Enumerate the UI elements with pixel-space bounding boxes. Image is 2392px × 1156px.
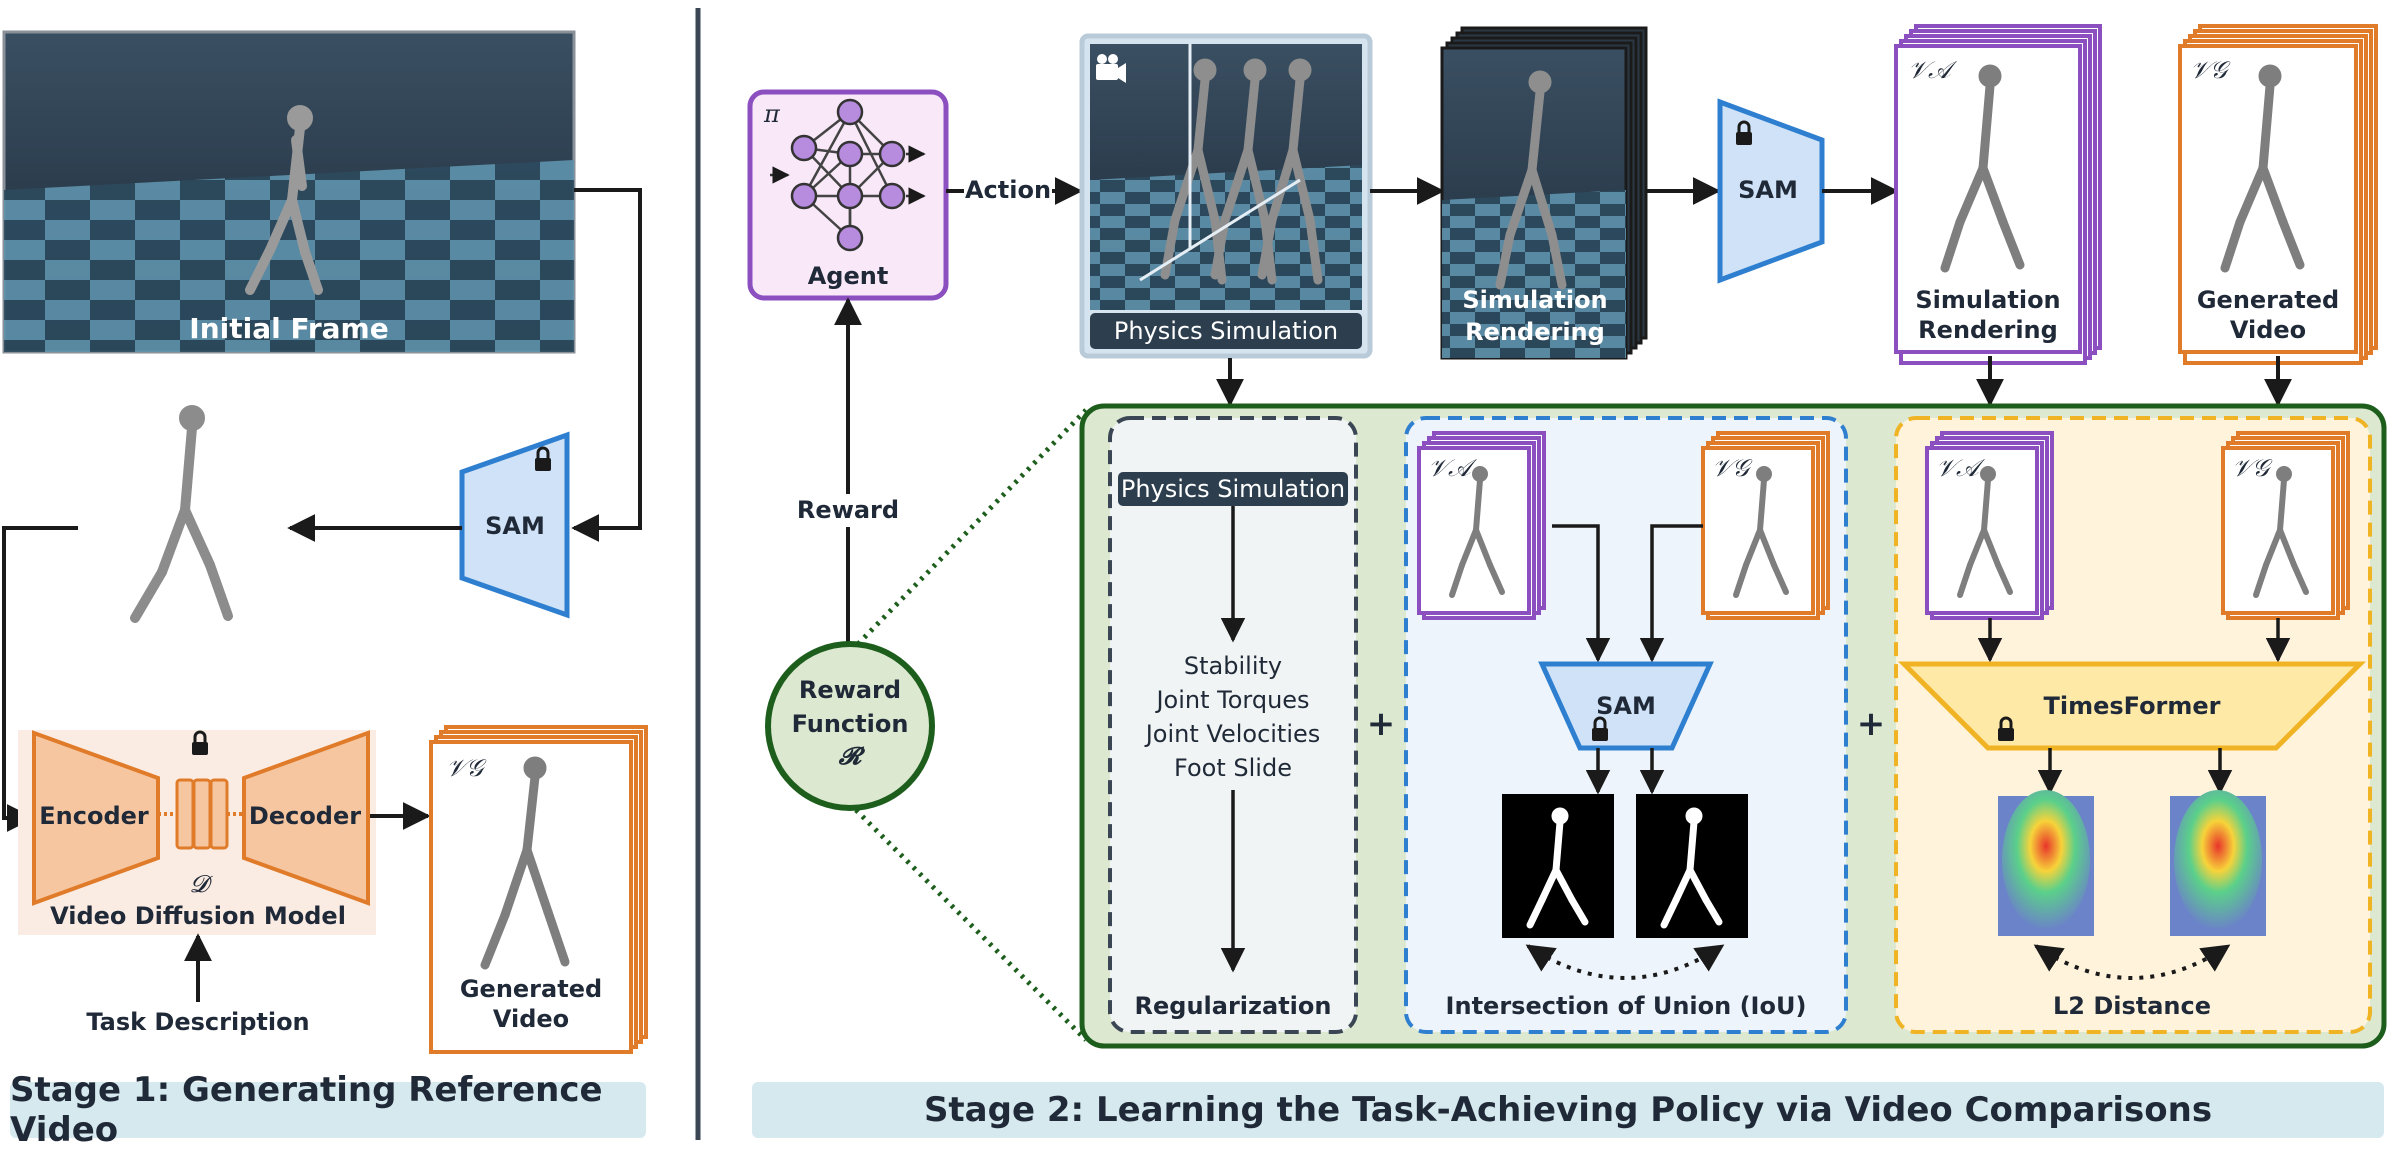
arrow-iou-va-to-sam <box>1552 524 1611 663</box>
camera-icon <box>1096 54 1126 83</box>
latent-blocks <box>158 778 244 850</box>
vg-label-1: Generated <box>2196 286 2340 314</box>
iou-sam-block <box>1538 661 1714 751</box>
encoder-label: Encoder <box>39 802 149 830</box>
decoder-label: Decoder <box>248 802 362 830</box>
stage2-sam-label: SAM <box>1738 176 1798 204</box>
segmented-walker-figure <box>130 405 233 623</box>
vg-symbol: 𝒱𝒢 <box>2190 56 2228 84</box>
plus-sign-2: + <box>1856 704 1886 744</box>
arrow-frame-to-sam <box>571 188 642 542</box>
sim-rendering-label-2: Rendering <box>1465 318 1605 346</box>
heatmap-a-image <box>1998 790 2094 936</box>
initial-frame-image <box>2 30 576 354</box>
stage1-sam-block <box>459 431 570 619</box>
stage1-generated-video-label-2: Video <box>492 1005 570 1033</box>
mask-a-image <box>1502 794 1614 938</box>
heatmap-g-image <box>2170 790 2266 936</box>
plus-sign-1: + <box>1366 704 1396 744</box>
reg-physics-sim-label: Physics Simulation <box>1118 472 1348 506</box>
reward-function-label-1: Reward <box>798 676 902 704</box>
iou-sam-label: SAM <box>1596 692 1656 720</box>
stage2-sam-block <box>1717 98 1825 284</box>
stage1-generated-video-stack <box>429 725 648 1054</box>
zoom-line-bottom <box>854 808 1088 1042</box>
timesformer-lock-icon <box>1998 716 2014 741</box>
reg-item-stability: Stability <box>1183 652 1283 680</box>
l2-distance-label: L2 Distance <box>2052 992 2212 1020</box>
regularization-label: Regularization <box>1134 992 1332 1020</box>
stage2-banner: Stage 2: Learning the Task-Achieving Pol… <box>752 1082 2384 1138</box>
l2-vg-stack <box>2221 431 2350 620</box>
neural-network-icon <box>770 98 926 252</box>
iou-vg-symbol: 𝒱𝒢 <box>1712 454 1750 482</box>
reg-item-joint-torques: Joint Torques <box>1156 686 1310 714</box>
diffusion-lock-icon <box>192 730 208 755</box>
decoder-block <box>242 730 370 906</box>
agent-label: Agent <box>807 262 889 290</box>
physics-simulation-image <box>1079 33 1373 359</box>
timesformer-block <box>1897 661 2367 751</box>
timesformer-label: TimesFormer <box>2043 692 2221 720</box>
l2-vg-symbol: 𝒱𝒢 <box>2232 454 2270 482</box>
l2-va-stack <box>1925 431 2054 620</box>
iou-compare-arc <box>1525 944 1725 980</box>
stage1-generated-video-label-1: Generated <box>459 975 603 1003</box>
initial-frame-label: Initial Frame <box>189 312 389 345</box>
iou-sam-lock-icon <box>1592 716 1608 741</box>
vg-video-stack <box>2178 24 2378 365</box>
reward-function-label-2: Function <box>791 710 909 738</box>
stage1-banner: Stage 1: Generating Reference Video <box>10 1070 646 1150</box>
iou-vg-stack <box>1701 431 1830 620</box>
iou-label: Intersection of Union (IoU) <box>1445 992 1807 1020</box>
iou-va-symbol: 𝒱𝒜 <box>1428 454 1471 482</box>
agent-pi-symbol: π <box>764 100 780 128</box>
reg-item-joint-velocities: Joint Velocities <box>1145 720 1321 748</box>
reg-item-foot-slide: Foot Slide <box>1174 754 1292 782</box>
va-symbol: 𝒱𝒜 <box>1908 56 1951 84</box>
mask-g-image <box>1636 794 1748 938</box>
iou-va-stack <box>1417 431 1546 620</box>
reward-function-symbol: 𝓡 <box>838 741 862 770</box>
l2-va-symbol: 𝒱𝒜 <box>1936 454 1979 482</box>
stage2-sam-lock-icon <box>1736 120 1752 145</box>
stage1-vg-symbol: 𝒱𝒢 <box>446 754 484 782</box>
reward-function-node <box>765 641 935 811</box>
vg-label-2: Video <box>2229 316 2307 344</box>
simulation-rendering-stack <box>1440 26 1648 360</box>
zoom-line-top <box>856 408 1088 646</box>
va-label-1: Simulation <box>1915 286 2061 314</box>
va-label-2: Rendering <box>1918 316 2058 344</box>
stage1-sam-lock-icon <box>535 446 551 471</box>
stage1-sam-label: SAM <box>485 512 545 540</box>
regularization-panel <box>1108 416 1358 1034</box>
task-description-label: Task Description <box>86 1008 310 1036</box>
va-video-stack <box>1894 24 2102 365</box>
reward-label: Reward <box>792 494 904 527</box>
encoder-block <box>32 730 160 906</box>
action-label: Action <box>964 176 1052 204</box>
l2-compare-arc <box>2033 944 2231 980</box>
diffusion-model-label: Video Diffusion Model <box>50 902 346 930</box>
arrow-iou-vg-to-sam <box>1639 524 1703 663</box>
physics-simulation-label: Physics Simulation <box>1090 313 1362 349</box>
diffusion-symbol: 𝓓 <box>189 870 209 898</box>
sim-rendering-label-1: Simulation <box>1462 286 1608 314</box>
